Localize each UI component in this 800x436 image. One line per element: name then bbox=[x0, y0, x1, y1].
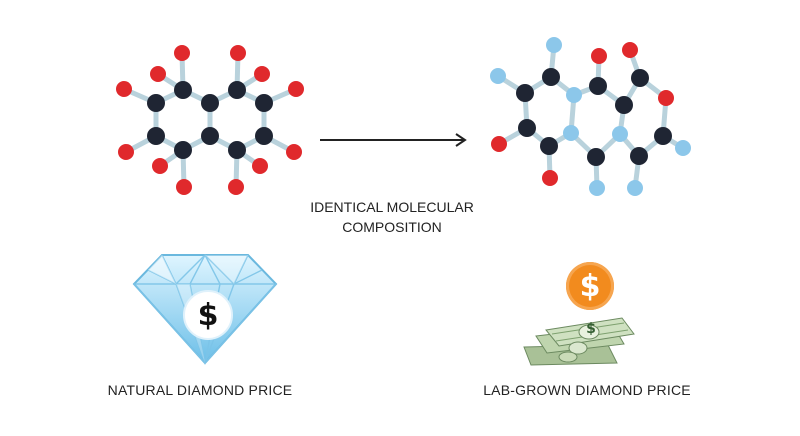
identical-composition-caption: IDENTICAL MOLECULAR COMPOSITION bbox=[292, 197, 492, 237]
natural-molecule-icon bbox=[116, 45, 304, 195]
cash-stack-icon bbox=[523, 317, 635, 366]
natural-dollar-badge: $ bbox=[183, 290, 233, 340]
natural-diamond-icon-group: $ bbox=[130, 247, 280, 367]
lab-grown-diamond-price-label: LAB-GROWN DIAMOND PRICE bbox=[483, 382, 691, 398]
natural-diamond-price-label: NATURAL DIAMOND PRICE bbox=[107, 382, 293, 398]
right-arrow-icon bbox=[320, 133, 467, 147]
caption-line-2: COMPOSITION bbox=[342, 219, 442, 235]
coin-dollar-symbol: $ bbox=[579, 268, 601, 304]
lab-grown-molecule-icon bbox=[490, 37, 691, 196]
caption-line-1: IDENTICAL MOLECULAR bbox=[310, 199, 474, 215]
dollar-coin-icon: $ bbox=[566, 262, 614, 310]
cash-dollar-symbol: $ bbox=[586, 321, 596, 337]
